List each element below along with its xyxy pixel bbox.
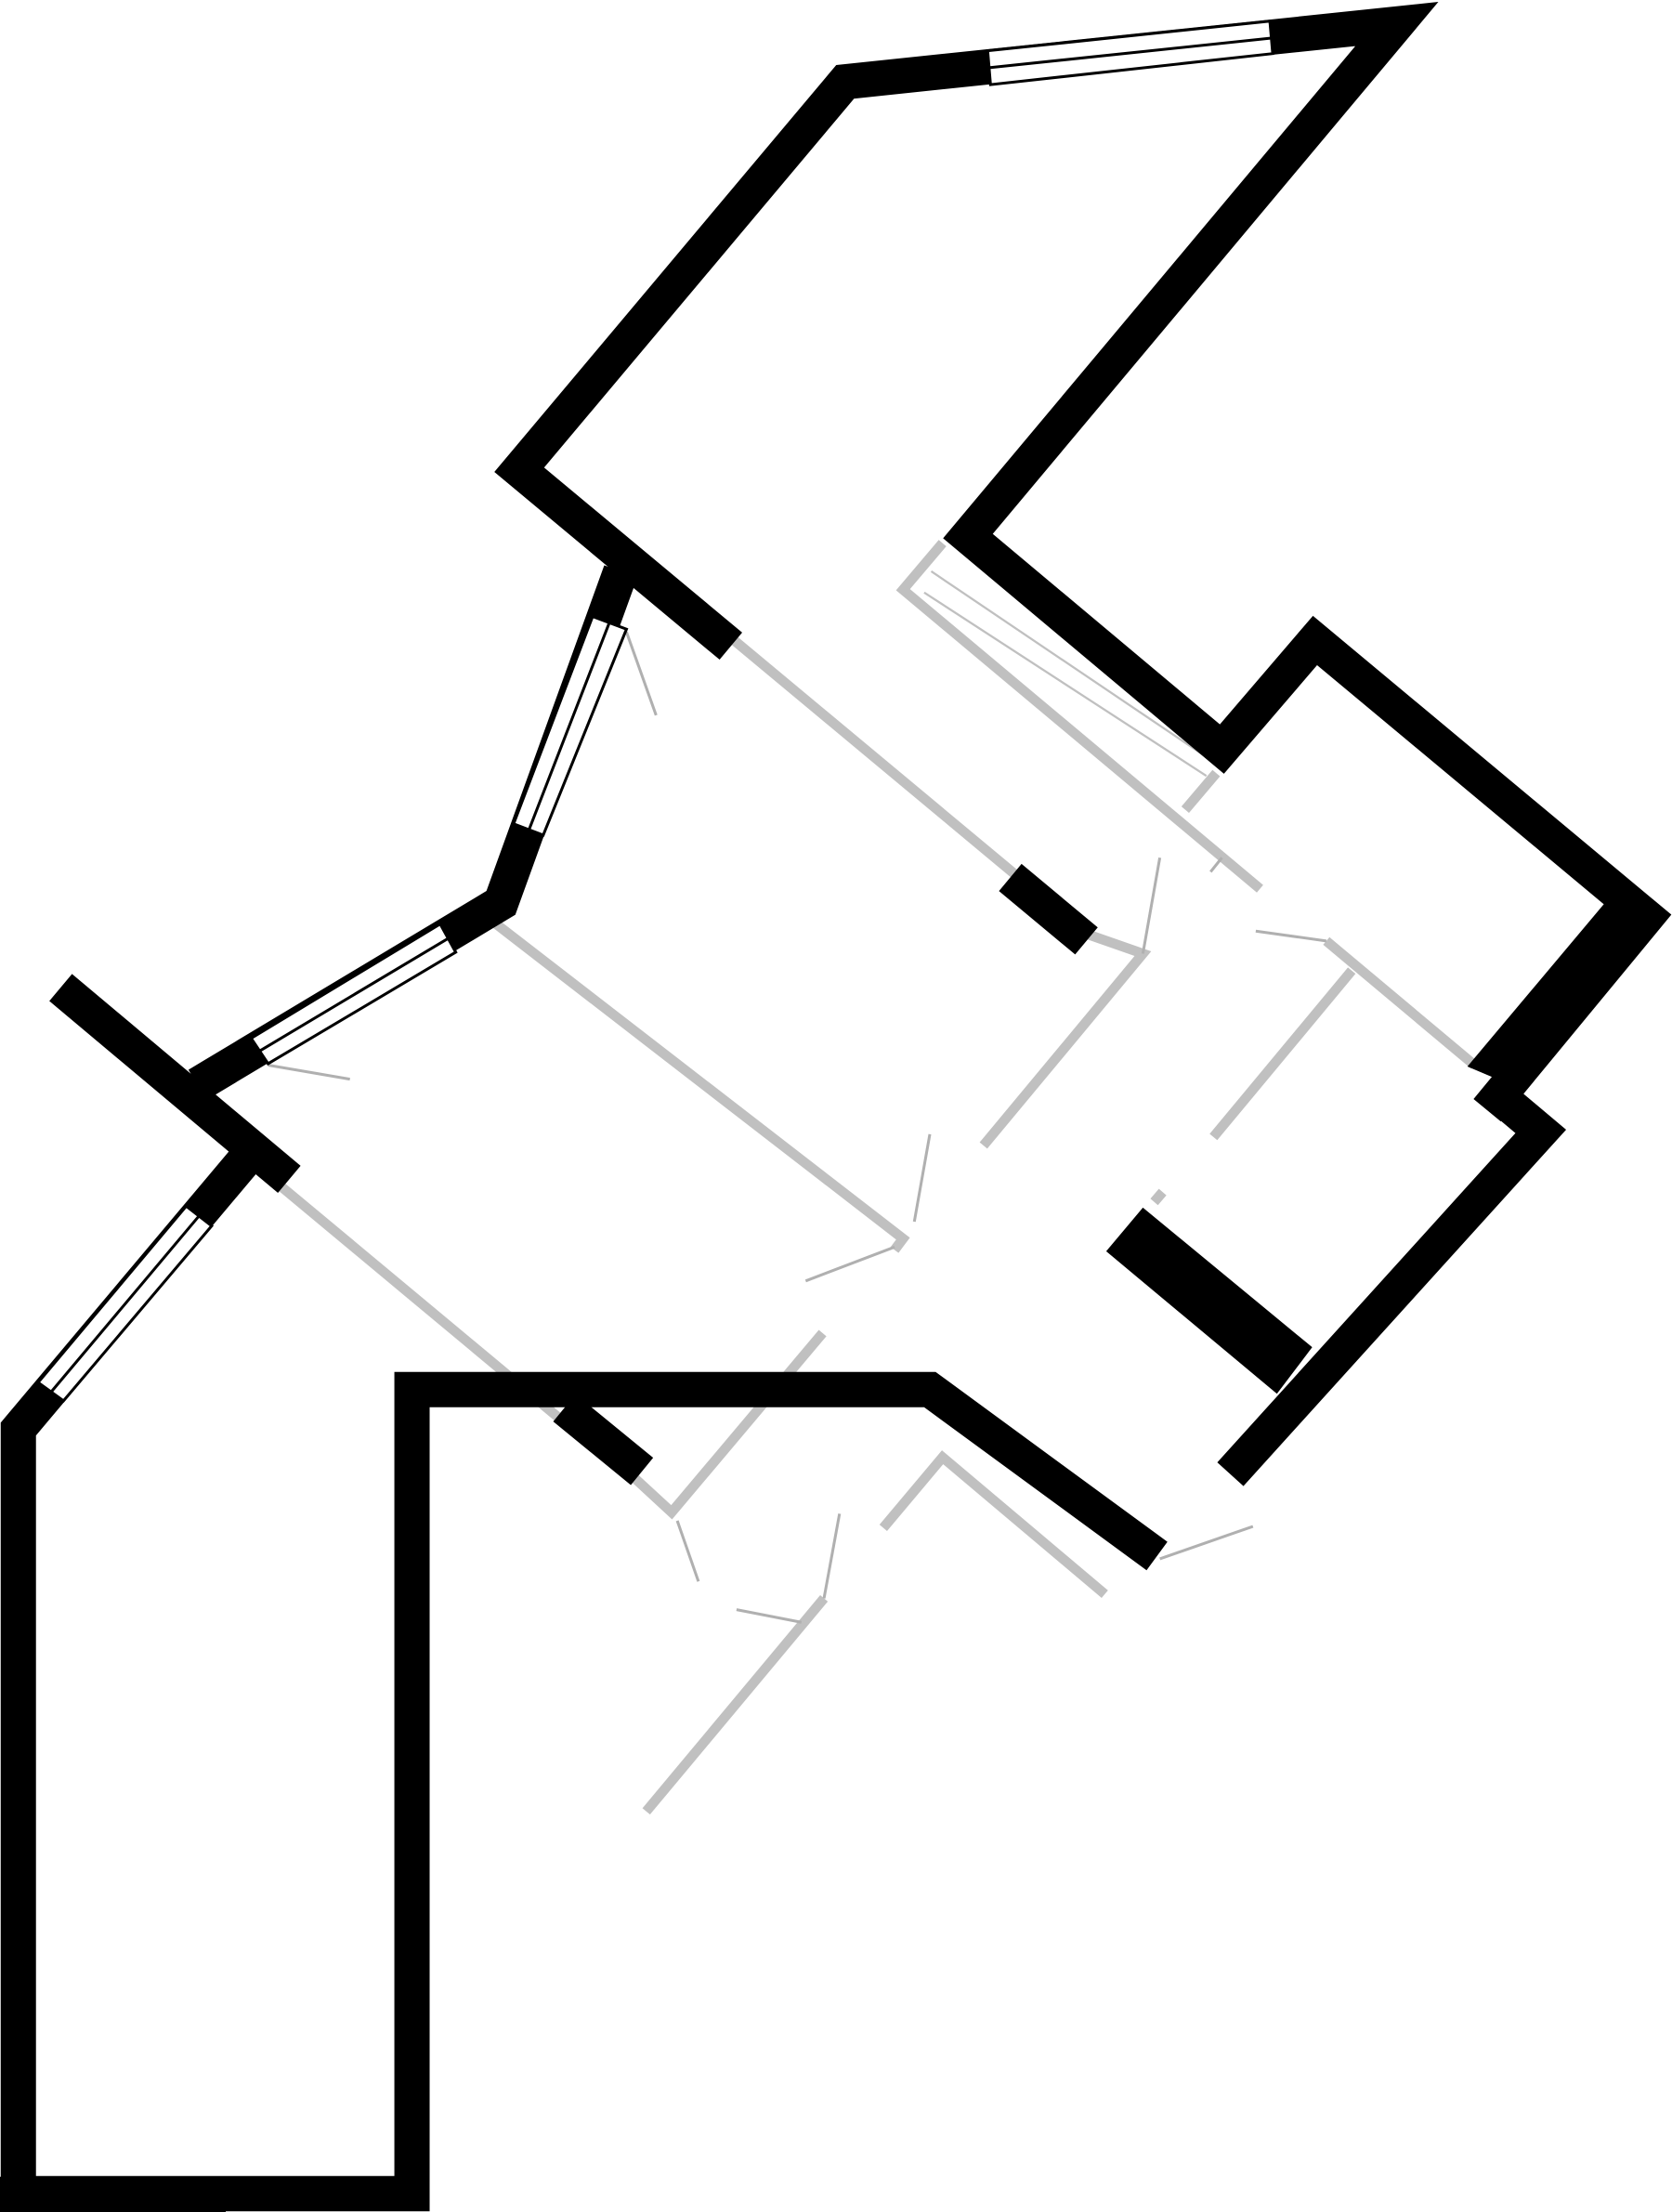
closet-hatch <box>923 570 1214 778</box>
interior-wall <box>879 1450 1108 1598</box>
interior-wall <box>979 929 1152 1149</box>
exterior-wall <box>188 565 638 1100</box>
interior-wall <box>631 1329 827 1520</box>
exterior-wall <box>999 863 1098 955</box>
door-swings <box>268 631 1327 1624</box>
interior-wall <box>727 634 1023 882</box>
interior-wall <box>642 1595 829 1815</box>
exterior-wall-thick <box>1467 898 1671 1091</box>
exterior-wall <box>494 2 1672 1122</box>
structural-column <box>1105 1207 1313 1394</box>
windows <box>35 20 1274 1403</box>
interior-wall <box>1323 936 1478 1069</box>
exterior-wall-base <box>0 2177 227 2212</box>
exterior-wall <box>0 1151 1168 2212</box>
interior-wall <box>895 540 1263 893</box>
interior-wall <box>1209 967 1356 1141</box>
interior-wall <box>1181 769 1221 814</box>
interior-wall <box>1150 1188 1167 1206</box>
exterior-wall <box>49 974 301 1193</box>
exterior-wall <box>1217 1072 1567 1486</box>
interior-wall <box>477 907 910 1253</box>
interior-walls <box>276 540 1478 1815</box>
exterior-wall <box>553 1394 654 1486</box>
